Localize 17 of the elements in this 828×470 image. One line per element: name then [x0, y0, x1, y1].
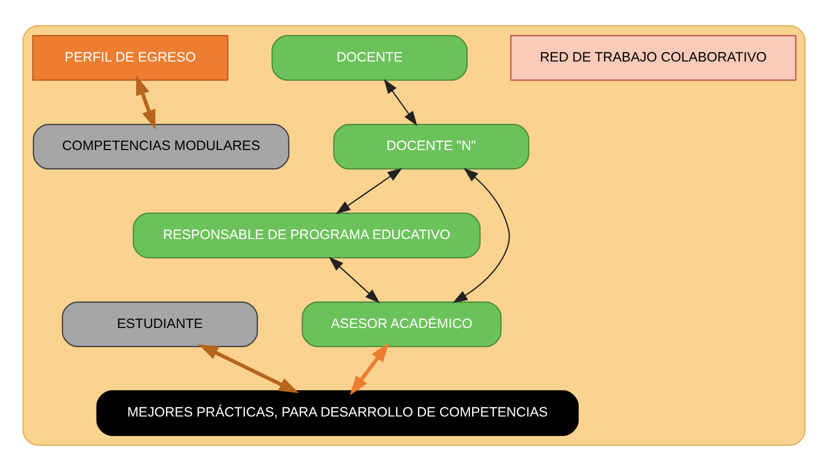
arrow: [198, 344, 299, 393]
arrow: [328, 256, 380, 303]
arrow: [452, 167, 510, 303]
node-box: MEJORES PRÁCTICAS, PARA DESARROLLO DE COMPETENCIAS: [96, 390, 579, 436]
arrow: [136, 74, 156, 130]
cluster: [22, 24, 806, 446]
node-box: ESTUDIANTE: [62, 301, 258, 347]
arrow: [384, 78, 418, 126]
arrow: [350, 342, 390, 395]
node-box: RED DE TRABAJO COLABORATIVO: [510, 34, 796, 80]
node-box: COMPETENCIAS MODULARES: [32, 123, 290, 169]
node-box: DOCENTE: [272, 34, 468, 80]
node-box: ASESOR ACADÉMICO: [302, 301, 502, 347]
arrow: [336, 167, 402, 214]
node-box: PERFIL DE EGRESO: [32, 34, 228, 80]
node-box: RESPONSABLE DE PROGRAMA EDUCATIVO: [132, 212, 481, 258]
node-box: DOCENTE "N": [333, 123, 530, 169]
